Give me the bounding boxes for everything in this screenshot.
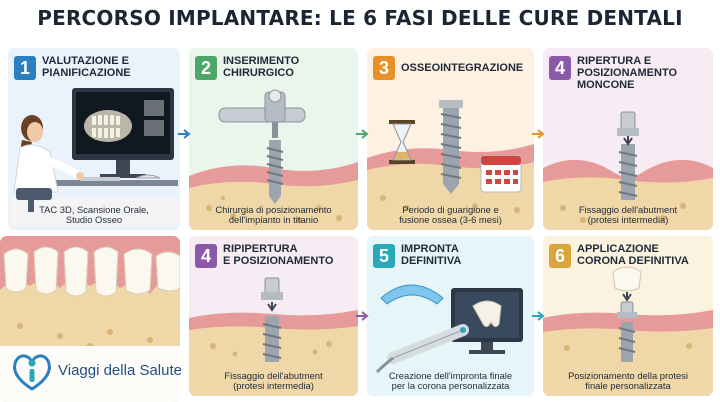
panel-step-1: 1 Valutazione e Pianificazione TAC 3D, S… <box>8 48 180 230</box>
step-caption: Fissaggio dell'abutment (protesi interme… <box>224 369 323 392</box>
step-title: Ripertura e Posizionamento Moncone <box>577 55 678 91</box>
step-caption: TAC 3D, Scansione Orale, Studio Osseo <box>39 203 149 226</box>
step-number-badge: 5 <box>373 244 395 268</box>
step-caption: Fissaggio dell'abutment (protesi interme… <box>578 203 678 226</box>
assessment-illustration <box>8 48 180 230</box>
panel-step-4-repositioning: 4 Ripipertura e Posizionamento Fissaggio… <box>189 236 358 396</box>
arrow-right-icon <box>356 311 369 321</box>
abutment-fixing-illustration <box>189 236 358 396</box>
panel-step-4: 4 Ripertura e Posizionamento Moncone Fis… <box>543 48 713 230</box>
step-number-badge: 4 <box>549 56 571 80</box>
panel-step-6: 6 Applicazione Corona Definitiva Posizio… <box>543 236 713 396</box>
arrow-right-icon <box>178 129 191 139</box>
step-title: Impronta Definitiva <box>401 243 462 267</box>
panel-step-3: 3 Osseointegrazione Periodo di guarigion… <box>367 48 534 230</box>
arrow-right-icon <box>532 129 545 139</box>
page-title: PERCORSO IMPLANTARE: LE 6 FASI DELLE CUR… <box>37 6 683 30</box>
step-title: Valutazione e Pianificazione <box>42 55 131 79</box>
teeth-overview-panel <box>0 236 180 402</box>
step-title: Inserimento Chirurgico <box>223 55 300 79</box>
step-number-badge: 4 <box>195 244 217 268</box>
step-number-badge: 6 <box>549 244 571 268</box>
arrow-right-icon <box>356 129 369 139</box>
step-title: Ripipertura e Posizionamento <box>223 243 334 267</box>
step-caption: Posizionamento della protesi finale pers… <box>568 369 688 392</box>
logo-icon <box>13 354 51 391</box>
brand-name: Viaggi della Salute <box>58 362 182 379</box>
step-title: Applicazione Corona Definitiva <box>577 243 689 267</box>
panel-step-2: 2 Inserimento Chirurgico Chirurgia di po… <box>189 48 358 230</box>
teeth-row-illustration <box>0 236 180 402</box>
step-number-badge: 2 <box>195 56 217 80</box>
step-caption: Periodo di guarigione e fusione ossea (3… <box>399 203 502 226</box>
step-number-badge: 1 <box>14 56 36 80</box>
step-caption: Creazione dell'impronta finale per la co… <box>388 369 513 392</box>
step-number-badge: 3 <box>373 56 395 80</box>
abutment-illustration <box>543 48 713 230</box>
step-title: Osseointegrazione <box>401 62 524 74</box>
osseointegration-illustration <box>367 48 534 230</box>
surgical-insertion-illustration <box>189 48 358 230</box>
panel-step-5: 5 Impronta Definitiva Creazione dell'imp… <box>367 236 534 396</box>
arrow-right-icon <box>532 311 545 321</box>
step-caption: Chirurgia di posizionamento dell'impiant… <box>215 203 332 226</box>
crown-application-illustration <box>543 236 713 396</box>
